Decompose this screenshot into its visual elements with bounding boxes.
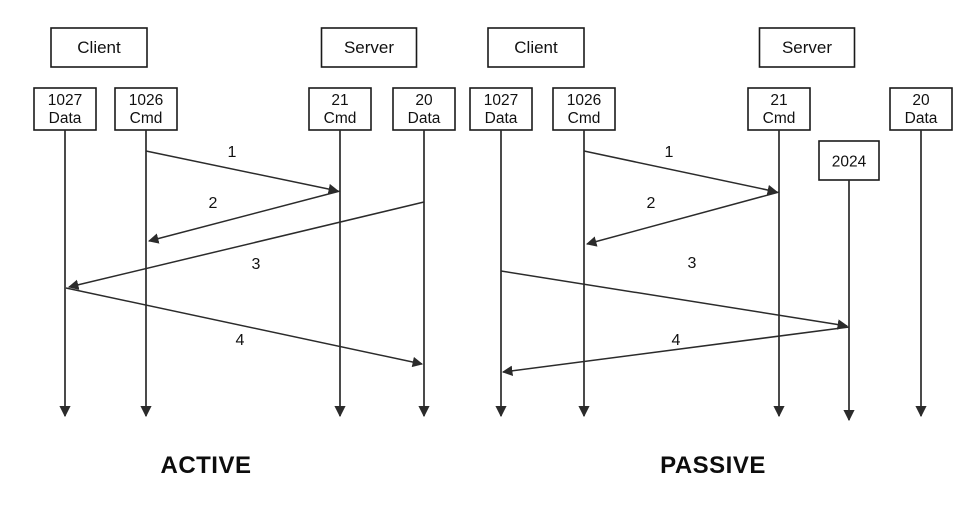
active-msg-3-arrow — [67, 201, 425, 290]
active-port-client-1027-data-number: 1027 — [48, 92, 82, 109]
passive-msg-1-label: 1 — [665, 144, 674, 161]
active-mode-label: ACTIVE — [160, 452, 251, 479]
active-msg-2-arrow — [147, 190, 341, 244]
passive-client-box — [487, 27, 585, 68]
passive-port-server-21-cmd-box — [747, 87, 811, 131]
passive-client-label: Client — [514, 38, 558, 57]
passive-port-client-1026-cmd-number: 1026 — [567, 92, 601, 109]
active-port-server-21-cmd-number: 21 — [331, 92, 348, 109]
active-client-label: Client — [77, 38, 121, 57]
passive-port-server-2024-box — [818, 140, 880, 181]
passive-server-label: Server — [782, 38, 832, 57]
active-msg-2-label: 2 — [209, 195, 218, 212]
passive-port-client-1027-data-number: 1027 — [484, 92, 518, 109]
passive-port-server-2024-number: 2024 — [832, 154, 867, 171]
passive-msg-2-arrow — [585, 191, 780, 247]
passive-port-server-21-cmd-number: 21 — [770, 92, 787, 109]
passive-msg-3-label: 3 — [688, 255, 697, 272]
active-port-server-21-cmd-kind: Cmd — [324, 110, 357, 127]
active-port-client-1027-data-kind: Data — [49, 110, 82, 127]
active-msg-1-label: 1 — [228, 144, 237, 161]
passive-port-server-20-data-kind: Data — [905, 110, 938, 127]
active-port-server-20-data-kind: Data — [408, 110, 441, 127]
active-port-server-20-data-number: 20 — [415, 92, 433, 109]
passive-server-box — [758, 27, 856, 68]
active-msg-4-arrow — [65, 287, 424, 368]
passive-port-server-21-cmd-kind: Cmd — [763, 110, 796, 127]
passive-msg-3-arrow — [500, 270, 849, 330]
passive-port-client-1027-data-box — [469, 87, 533, 131]
active-msg-3-label: 3 — [252, 256, 261, 273]
active-msg-4-label: 4 — [236, 332, 245, 349]
passive-mode-label: PASSIVE — [660, 452, 766, 479]
passive-port-server-20-data-number: 20 — [912, 92, 930, 109]
passive-msg-4-arrow — [501, 326, 850, 376]
passive-msg-4-label: 4 — [672, 332, 681, 349]
active-server-label: Server — [344, 38, 394, 57]
active-port-client-1026-cmd-kind: Cmd — [130, 110, 163, 127]
active-client-box — [50, 27, 148, 68]
active-server-box — [320, 27, 418, 68]
active-msg-1-arrow — [145, 150, 340, 195]
passive-msg-2-label: 2 — [647, 195, 656, 212]
passive-port-client-1027-data-kind: Data — [485, 110, 518, 127]
passive-port-client-1026-cmd-box — [552, 87, 616, 131]
active-port-client-1026-cmd-number: 1026 — [129, 92, 163, 109]
passive-msg-1-arrow — [583, 150, 779, 196]
passive-port-client-1026-cmd-kind: Cmd — [568, 110, 601, 127]
active-port-server-21-cmd-box — [308, 87, 372, 131]
